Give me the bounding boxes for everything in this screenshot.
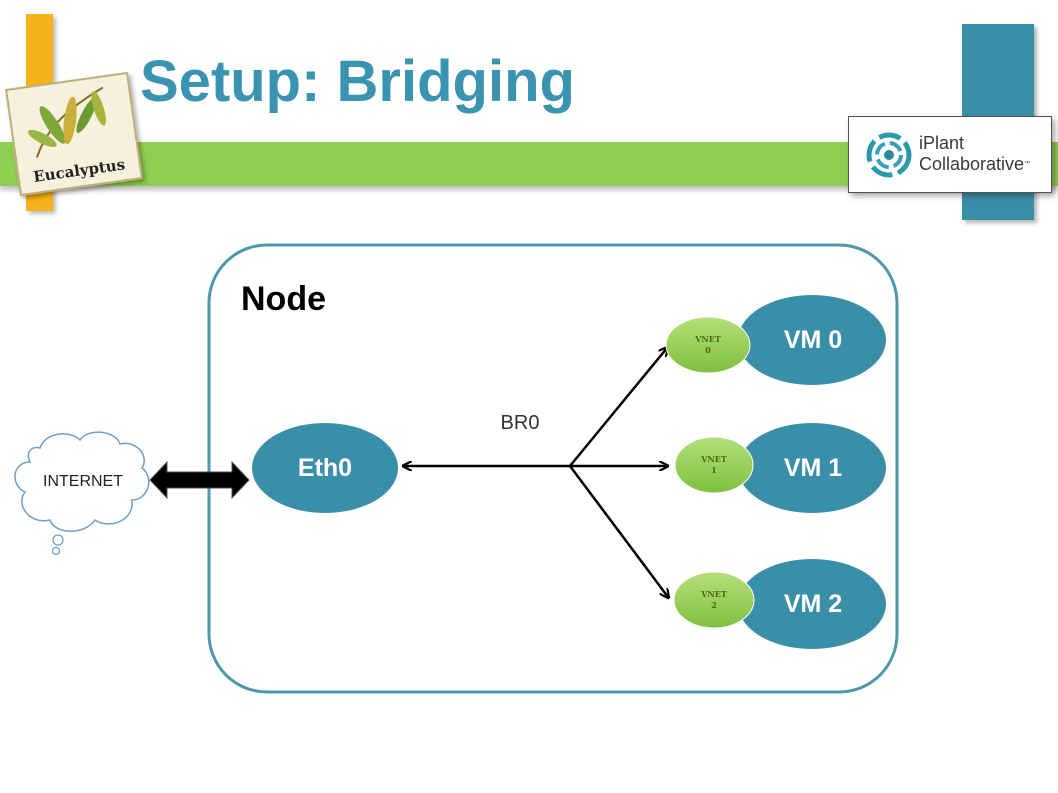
vnet-2-label: VNET 2 (684, 585, 744, 615)
vm-0 (738, 295, 886, 385)
eth0-label: Eth0 (297, 453, 353, 482)
vnet-0-label: VNET 0 (678, 330, 738, 360)
vnet-2-label-line1: VNET (701, 589, 727, 599)
vnet-0 (665, 316, 751, 374)
iplant-logo-line1: iPlant (919, 133, 965, 153)
node-label: Node (241, 279, 326, 318)
vm-0-label: VM 0 (783, 325, 843, 354)
vm-1 (738, 423, 886, 513)
vm-2-label: VM 2 (783, 589, 843, 618)
iplant-logo: iPlant Collaborative™ (848, 116, 1052, 193)
vnet-2 (673, 571, 755, 629)
eucalyptus-leaves-icon (27, 86, 106, 158)
vm-1-label: VM 1 (783, 453, 843, 482)
iplant-logo-text: iPlant Collaborative™ (919, 133, 1031, 174)
vnet-0-label-line1: VNET (695, 334, 721, 344)
vnet-2-label-line2: 2 (711, 600, 717, 610)
iplant-logo-line2: Collaborative (919, 154, 1025, 174)
vnet-1-label-line1: VNET (701, 454, 727, 464)
iplant-swirl-icon (866, 132, 912, 178)
internet-label: INTERNET (43, 473, 123, 490)
vnet-1-label: VNET 1 (684, 450, 744, 480)
vm-2 (738, 559, 886, 649)
eucalyptus-logo: Eucalyptus (5, 71, 143, 197)
bridge-br0 (404, 348, 668, 597)
internet-cloud (14, 431, 150, 556)
vnet-1-label-line2: 1 (711, 465, 717, 475)
eth0-interface (252, 423, 398, 513)
bridge-label: BR0 (500, 411, 540, 434)
node-container (207, 243, 899, 694)
internet-link-arrow (149, 460, 250, 500)
vnet-1 (674, 436, 754, 494)
slide-title: Setup: Bridging (140, 49, 575, 114)
vnet-0-label-line2: 0 (705, 345, 711, 355)
